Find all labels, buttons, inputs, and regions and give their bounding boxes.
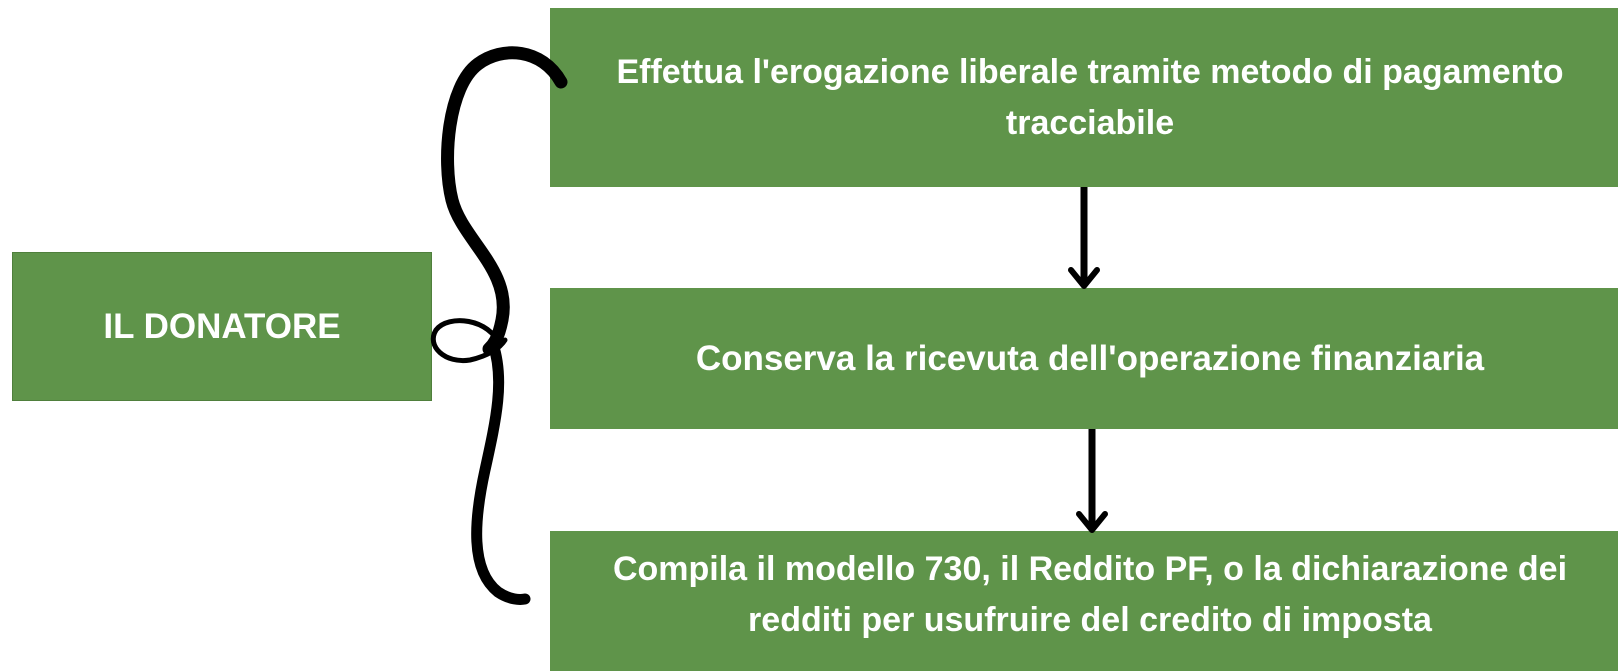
arrow-2-head — [1076, 511, 1108, 533]
donor-box: IL DONATORE — [12, 252, 432, 401]
step-box-receipt: Conserva la ricevuta dell'operazione fin… — [550, 288, 1618, 429]
donor-label: IL DONATORE — [103, 306, 341, 346]
arrow-1-head — [1068, 267, 1100, 289]
step-text-payment: Effettua l'erogazione liberale tramite m… — [616, 52, 1564, 142]
step-text-tax-return: Compila il modello 730, il Reddito PF, o… — [612, 550, 1568, 639]
brace-lower-curve — [471, 338, 531, 605]
brace-upper-curve — [441, 46, 568, 356]
step-box-payment: Effettua l'erogazione liberale tramite m… — [550, 8, 1618, 187]
step-text-receipt: Conserva la ricevuta dell'operazione fin… — [695, 338, 1485, 378]
step-box-tax-return: Compila il modello 730, il Reddito PF, o… — [550, 531, 1618, 671]
